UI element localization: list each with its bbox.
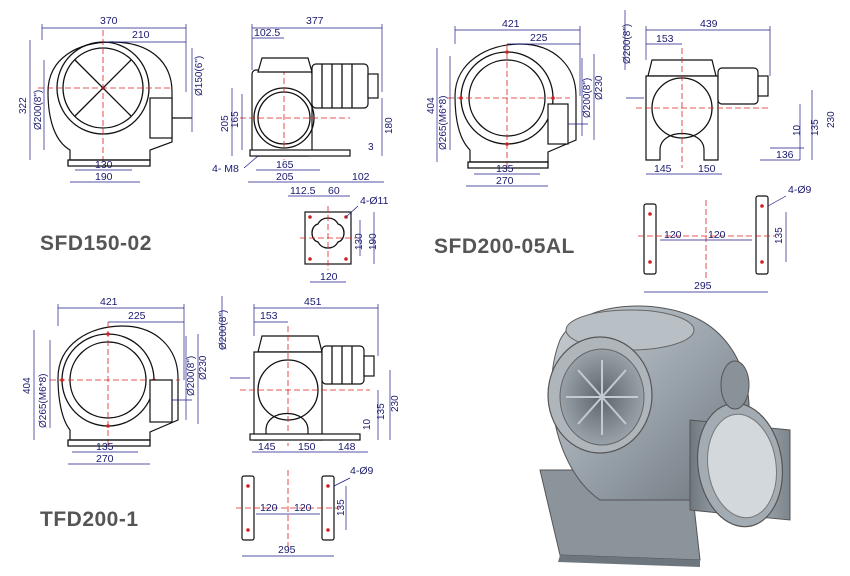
dim-135-plate: 135: [774, 227, 785, 244]
dim-120a-tfd: 120: [260, 502, 278, 514]
dim-102: 102: [352, 171, 370, 183]
dim-377: 377: [306, 15, 324, 27]
dim-120-plate: 120: [320, 271, 338, 283]
dim-165: 165: [230, 111, 241, 128]
dim-404: 404: [426, 97, 437, 114]
dim-130-plate: 130: [354, 233, 365, 250]
dim-190: 190: [95, 171, 113, 183]
dim-230-tfd: 230: [390, 395, 401, 412]
dim-135: 135: [496, 163, 514, 175]
dim-145: 145: [654, 163, 672, 175]
dim-d200-side: Ø200(8"): [622, 24, 633, 64]
sfd200-base-plate: 4-Ø9 120 120 135 295: [638, 184, 812, 293]
label-4-d9-tfd: 4-Ø9: [350, 465, 374, 477]
label-4-d11: 4-Ø11: [360, 195, 389, 207]
dim-10-tfd: 10: [362, 418, 373, 430]
dim-230: 230: [826, 111, 837, 128]
label-4-m8: 4- M8: [212, 163, 239, 175]
dim-145-tfd: 145: [258, 441, 276, 453]
dim-150-tfd: 150: [298, 441, 316, 453]
tfd200-side-view: 451 153 Ø200(8") 230 135 10 145 150 148: [218, 296, 401, 453]
dim-295: 295: [694, 280, 712, 292]
dim-153: 153: [656, 33, 674, 45]
dim-205: 205: [220, 115, 231, 132]
dim-d200: Ø200(8"): [33, 90, 44, 130]
dim-3: 3: [368, 142, 374, 153]
dim-d150: Ø150(6"): [194, 56, 205, 96]
sfd150-base-plate: 112.5 60 4-Ø11 130 190 120: [288, 185, 389, 283]
dim-451: 451: [304, 296, 322, 308]
dim-150: 150: [698, 163, 716, 175]
dim-295-tfd: 295: [278, 544, 296, 556]
dim-165b: 165: [276, 159, 294, 171]
dim-112-5: 112.5: [290, 185, 316, 197]
dim-322: 322: [18, 97, 29, 114]
dim-102-5: 102.5: [254, 27, 280, 39]
sfd150-front-view: 370 210 322 Ø200(8") Ø150(6") 130 190: [18, 15, 205, 183]
dim-60: 60: [328, 185, 340, 197]
tfd200-base-plate: 4-Ø9 120 120 135 295: [236, 465, 374, 557]
sfd150-side-view: 377 102.5 205 165 180 3 4- M8 165 205 10…: [212, 15, 395, 183]
dim-439: 439: [700, 18, 718, 30]
dim-d230-tfd: Ø230: [198, 355, 209, 380]
dim-d200-tfd: Ø200(8"): [186, 356, 197, 396]
model-label-tfd200-1: TFD200-1: [40, 508, 139, 531]
dim-d265: Ø265(M6*8): [438, 96, 449, 150]
dim-135-tfd-side: 135: [376, 403, 387, 420]
dim-d200-tfd-side: Ø200(8"): [218, 310, 229, 350]
tfd200-front-view: 421 225 404 Ø265(M6*8) Ø200(8") Ø230 135…: [22, 296, 209, 465]
label-4-d9: 4-Ø9: [788, 184, 812, 196]
model-label-sfd150-02: SFD150-02: [40, 232, 152, 255]
dim-270: 270: [496, 175, 514, 187]
dim-225: 225: [530, 32, 548, 44]
dim-135-side: 135: [810, 119, 821, 136]
dim-120a: 120: [664, 229, 682, 241]
dim-d230: Ø230: [594, 75, 605, 100]
dim-135-tfd: 135: [96, 441, 114, 453]
dim-190-plate: 190: [368, 233, 379, 250]
dim-d200: Ø200(8"): [582, 78, 593, 118]
dim-421-tfd: 421: [100, 296, 118, 308]
model-label-sfd200-05al: SFD200-05AL: [434, 235, 575, 258]
dim-180: 180: [384, 117, 395, 134]
dim-130: 130: [95, 159, 113, 171]
dim-10: 10: [792, 124, 803, 136]
dim-120b: 120: [708, 229, 726, 241]
dim-153-tfd: 153: [260, 310, 278, 322]
dim-370: 370: [100, 15, 118, 27]
dim-270-tfd: 270: [96, 453, 114, 465]
dim-136: 136: [776, 149, 794, 161]
dim-120b-tfd: 120: [294, 502, 312, 514]
sfd200-front-view: 421 225 404 Ø265(M6*8) Ø200(8") Ø230 135…: [426, 18, 605, 187]
dim-135-tfd-plate: 135: [336, 499, 347, 516]
dim-404-tfd: 404: [22, 377, 33, 394]
dim-421: 421: [502, 18, 520, 30]
dim-d265-tfd: Ø265(M6*8): [38, 374, 49, 428]
sfd200-side-view: 439 153 Ø200(8") 230 135 10 136 145 150: [622, 10, 837, 175]
dim-148: 148: [338, 441, 356, 453]
blower-product-image: [539, 305, 791, 567]
dim-205b: 205: [276, 171, 294, 183]
dim-225-tfd: 225: [128, 310, 146, 322]
dim-210: 210: [132, 29, 150, 41]
